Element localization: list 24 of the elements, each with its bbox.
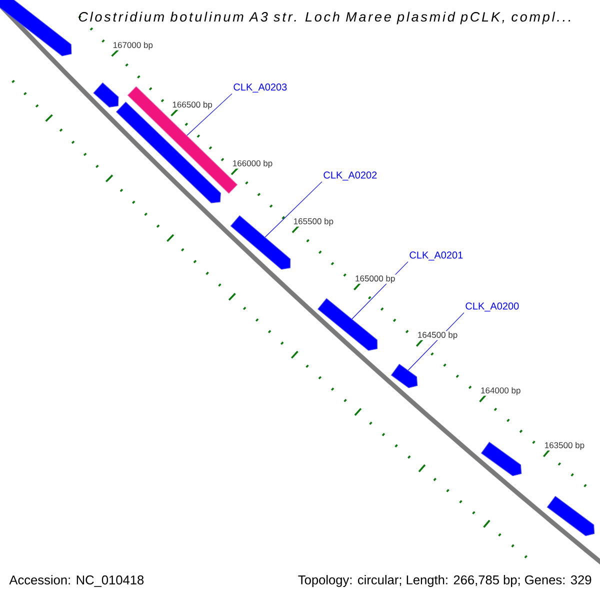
summary-text: Topology: circular; Length: 266,785 bp; Genes: 329	[298, 575, 592, 587]
gene-block	[480, 442, 522, 476]
gene-block	[93, 82, 119, 108]
gene-block	[116, 102, 221, 204]
gene-block	[0, 0, 72, 56]
scale-label: 166000 bp	[232, 159, 274, 169]
scale-label: 165000 bp	[354, 274, 396, 284]
title: Clostridium botulinum A3 str. Loch Maree plasmid pCLK, compl...	[78, 12, 570, 24]
gene-label: CLK_A0200	[466, 302, 519, 312]
gene-label: CLK_A0203	[234, 84, 287, 92]
scale-label: 164500 bp	[416, 331, 458, 340]
leader-line	[264, 181, 322, 238]
gene-block	[230, 215, 291, 270]
gene-label: CLK_A0202	[324, 172, 377, 180]
accession-text: Accession: NC_010418	[9, 575, 144, 587]
scale-label: 167000 bp	[112, 41, 154, 50]
scale-label: 163500 bp	[544, 441, 586, 450]
gene-label: CLK_A0201	[410, 252, 463, 260]
gene-block	[546, 496, 595, 536]
scale-label: 164000 bp	[480, 386, 522, 396]
gene-block	[390, 364, 418, 388]
scale-label: 166500 bp	[172, 100, 214, 110]
leader-line	[186, 93, 232, 136]
scale-label: 165500 bp	[292, 217, 334, 227]
